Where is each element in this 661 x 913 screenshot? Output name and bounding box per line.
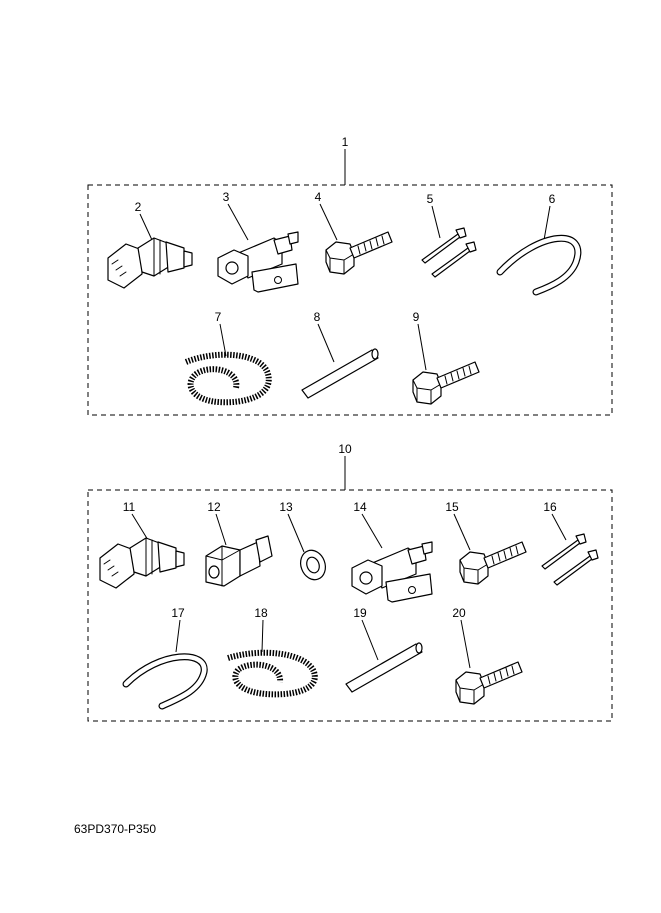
hose-part-6 <box>496 235 582 296</box>
kit-1-number: 1 <box>342 135 349 149</box>
washer-part-13 <box>300 549 326 581</box>
part-label-17: 17 <box>171 606 185 620</box>
kit-2-boundary <box>87 489 613 722</box>
bolt-part-9 <box>412 361 480 405</box>
part-label-5: 5 <box>427 192 434 206</box>
part-label-11: 11 <box>123 500 136 514</box>
coiled-tube-part-18 <box>227 649 318 698</box>
water-pressure-joint-part-3 <box>217 231 299 293</box>
part-label-8: 8 <box>314 310 321 324</box>
hose-part-17 <box>122 653 208 710</box>
kit-1: 1 2 3 4 5 6 7 8 <box>87 135 613 416</box>
water-pressure-joint-part-14 <box>351 541 433 603</box>
bolt-part-15 <box>459 541 527 585</box>
kit-1-boundary <box>87 184 613 416</box>
part-label-6: 6 <box>549 192 556 206</box>
kit-2-number: 10 <box>338 442 352 456</box>
kit-2: 10 11 12 13 14 15 16 <box>87 442 613 722</box>
part-label-20: 20 <box>452 606 466 620</box>
part-label-14: 14 <box>353 500 367 514</box>
pressure-sensor-part-2 <box>107 237 193 289</box>
part-label-7: 7 <box>215 310 222 324</box>
part-label-16: 16 <box>543 500 557 514</box>
part-label-2: 2 <box>135 200 142 214</box>
part-label-12: 12 <box>207 500 221 514</box>
part-label-4: 4 <box>315 190 322 204</box>
rod-part-19 <box>345 642 423 693</box>
part-label-15: 15 <box>445 500 459 514</box>
part-label-13: 13 <box>279 500 293 514</box>
bolt-part-20 <box>455 661 523 705</box>
part-label-3: 3 <box>223 190 230 204</box>
cable-tie-part-5b <box>431 241 477 278</box>
part-label-19: 19 <box>353 606 367 620</box>
coiled-tube-part-7 <box>184 351 272 406</box>
document-code: 63PD370-P350 <box>74 822 157 836</box>
part-label-9: 9 <box>413 310 420 324</box>
pressure-sensor-part-11 <box>99 537 185 589</box>
part-label-18: 18 <box>254 606 268 620</box>
rod-part-8 <box>301 348 379 399</box>
fitting-part-12 <box>205 535 273 587</box>
